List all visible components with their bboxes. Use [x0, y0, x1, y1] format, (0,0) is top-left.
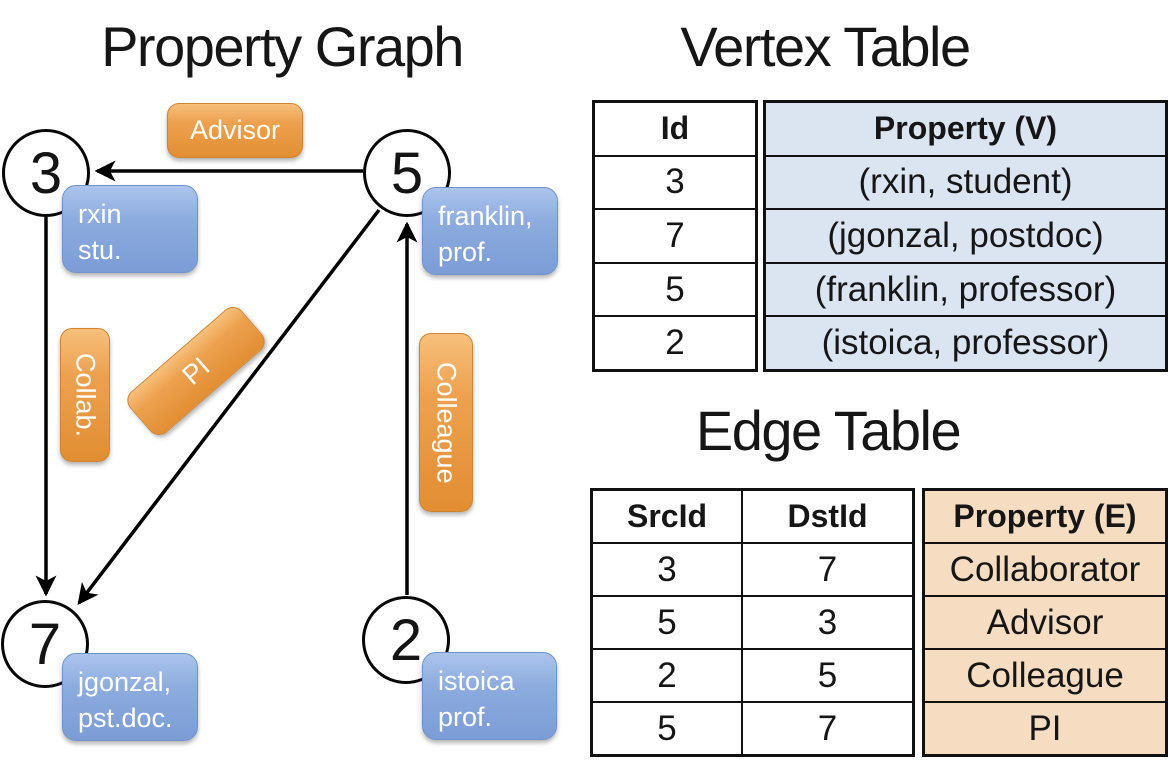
- table-cell: 7: [817, 708, 838, 748]
- edge-pi-line: [77, 208, 381, 605]
- table-cell: PI: [1028, 708, 1062, 748]
- edge-label-advisor: Advisor: [167, 103, 303, 158]
- edge-table-srcid-header: SrcId: [593, 491, 741, 544]
- table-cell: 5: [743, 650, 912, 703]
- edge-label-colleague: Colleague: [419, 333, 473, 512]
- node-property-box-7: jgonzal, pst.doc.: [62, 653, 198, 741]
- table-cell: 3: [595, 157, 755, 211]
- table-cell: Advisor: [925, 597, 1165, 650]
- edge-table-dstid-header: DstId: [743, 491, 912, 544]
- node-property-box-3: rxin stu.: [62, 185, 198, 273]
- property-line: jgonzal,: [78, 667, 172, 697]
- table-cell: Collaborator: [925, 544, 1165, 597]
- table-cell: 5: [595, 264, 755, 318]
- table-cell: (rxin, student): [766, 157, 1165, 211]
- property-graph-title: Property Graph: [101, 15, 464, 78]
- table-cell: (jgonzal, postdoc): [766, 210, 1165, 264]
- table-cell: 7: [743, 544, 912, 597]
- edge-label-collab: Collab.: [60, 328, 110, 462]
- property-line: rxin: [78, 199, 122, 229]
- table-cell: (franklin, professor): [766, 264, 1165, 318]
- table-cell: 5: [657, 708, 677, 748]
- edge-table-property-header: Property (E): [925, 491, 1165, 544]
- vertex-table-title: Vertex Table: [680, 15, 971, 78]
- table-cell: 3: [593, 544, 741, 597]
- property-line: prof.: [438, 236, 493, 267]
- node-property-box-5: franklin, prof.: [422, 187, 558, 275]
- table-cell: 3: [743, 597, 912, 650]
- edge-table-title: Edge Table: [695, 399, 962, 462]
- property-line: prof.: [438, 701, 493, 732]
- table-cell: 2: [665, 323, 685, 363]
- property-line: franklin,: [438, 201, 533, 231]
- graph-node-3: 3: [2, 129, 90, 217]
- table-cell: 2: [593, 650, 741, 703]
- vertex-table-id-header: Id: [595, 103, 755, 157]
- node-property-box-2: istoica prof.: [422, 652, 557, 740]
- property-line: stu.: [78, 234, 122, 265]
- property-line: istoica: [438, 666, 515, 696]
- table-cell: (istoica, professor): [821, 323, 1110, 363]
- table-cell: Colleague: [925, 650, 1165, 703]
- table-cell: 7: [595, 210, 755, 264]
- property-line: pst.doc.: [78, 702, 173, 733]
- table-cell: 5: [593, 597, 741, 650]
- vertex-table-property-header: Property (V): [766, 103, 1165, 157]
- vertex-table-property-column: Property (V) (rxin, student)(jgonzal, po…: [763, 100, 1168, 372]
